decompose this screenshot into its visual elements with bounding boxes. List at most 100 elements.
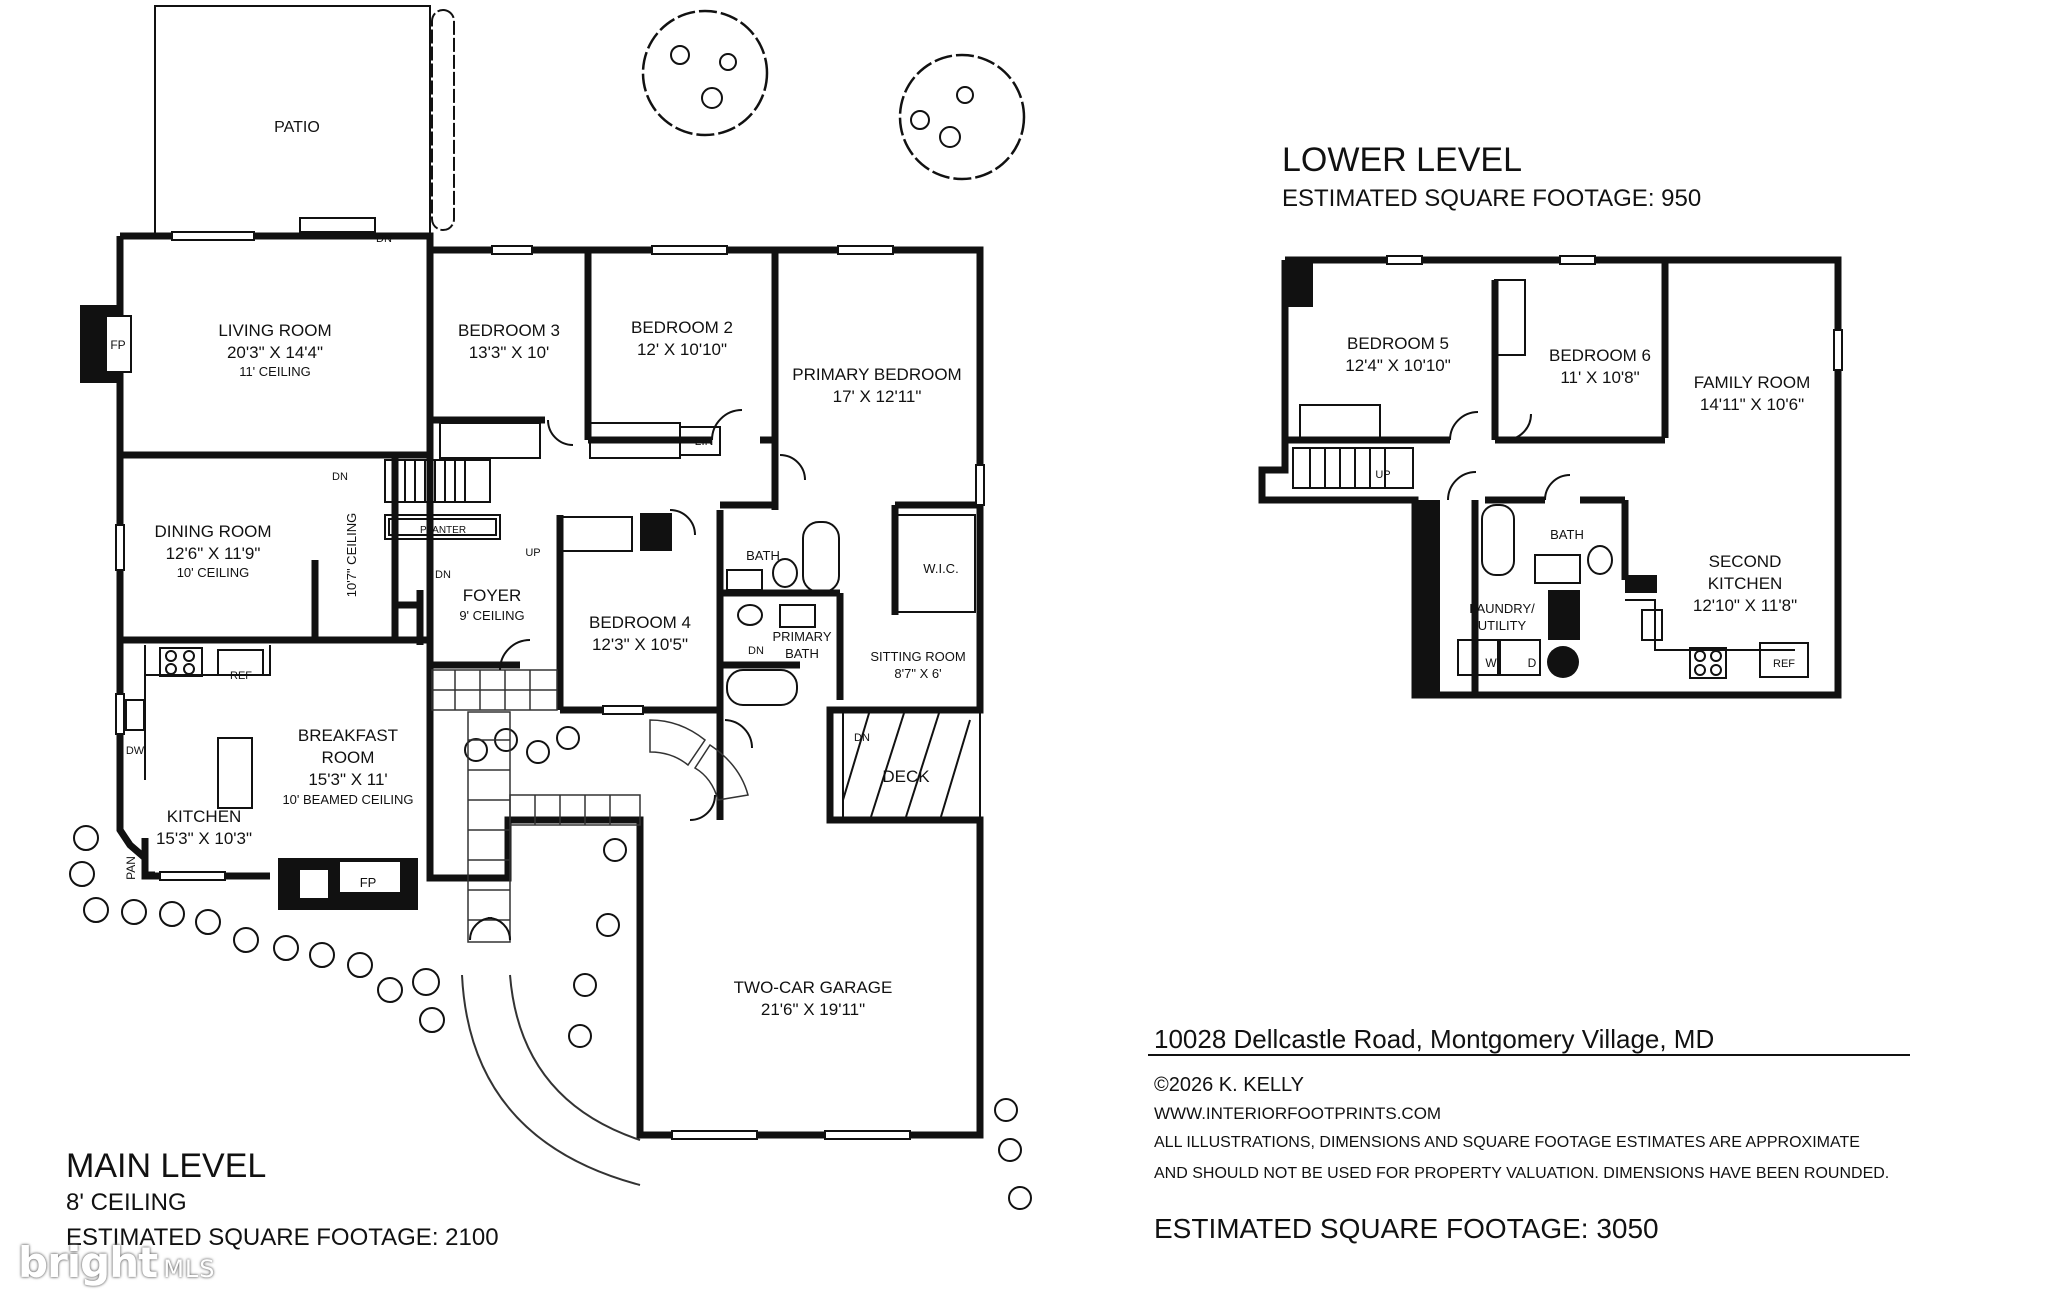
dim-bedroom-3: 13'3" X 10'	[469, 343, 550, 362]
dim-sitting-room: 8'7" X 6'	[894, 666, 941, 681]
label-garage: TWO-CAR GARAGE	[734, 978, 893, 997]
lower-level-sqft: ESTIMATED SQUARE FOOTAGE: 950	[1282, 185, 1701, 212]
label-ref: REF	[230, 670, 252, 682]
label-planter: PLANTER	[420, 525, 466, 536]
main-level-plan	[80, 5, 985, 1186]
label-dn-foyer: DN	[435, 569, 451, 581]
label-dn-bath: DN	[748, 645, 764, 657]
copyright: ©2026 K. KELLY	[1154, 1074, 1304, 1096]
kitchen-fixtures	[125, 645, 271, 809]
label-dn-stairs: DN	[332, 471, 348, 483]
label-foyer: FOYER	[463, 586, 522, 605]
ceiling-dining-room: 10' CEILING	[177, 565, 250, 580]
planter-box	[384, 514, 501, 540]
linen-closet	[679, 426, 721, 456]
label-linen: LIN	[695, 434, 714, 448]
label-dishwasher: DW	[126, 745, 145, 757]
label-primary-bedroom: PRIMARY BEDROOM	[792, 365, 961, 384]
label-fp-living: FP	[110, 338, 125, 352]
bathtubs	[726, 521, 840, 706]
main-level-labels: PATIO LIVING ROOM 20'3" X 14'4" 11' CEIL…	[110, 119, 965, 1019]
label-up-stairs: UP	[525, 547, 540, 559]
label-kitchen: KITCHEN	[167, 807, 242, 826]
ceiling-foyer: 9' CEILING	[459, 608, 524, 623]
tree-icons	[641, 9, 1026, 181]
dim-bedroom-5: 12'4" X 10'10"	[1345, 356, 1451, 375]
door-swings	[469, 409, 806, 941]
property-address: 10028 Dellcastle Road, Montgomery Villag…	[1154, 1024, 1714, 1054]
main-stairs	[384, 459, 491, 503]
solid-column	[640, 513, 672, 551]
label-laundry-1: LAUNDRY/	[1469, 601, 1535, 616]
label-lower-bath: BATH	[1550, 527, 1584, 542]
label-lower-up: UP	[1375, 469, 1390, 481]
watermark-suffix: MLS	[163, 1255, 216, 1283]
dim-second-kitchen: 12'10" X 11'8"	[1693, 596, 1797, 615]
dim-kitchen: 15'3" X 10'3"	[156, 829, 252, 848]
dim-primary-bedroom: 17' X 12'11"	[833, 387, 922, 406]
label-sitting-room: SITTING ROOM	[870, 649, 965, 664]
main-level-sqft: ESTIMATED SQUARE FOOTAGE: 2100	[66, 1224, 499, 1251]
label-bedroom-6: BEDROOM 6	[1549, 346, 1651, 365]
dim-bedroom-6: 11' X 10'8"	[1560, 368, 1639, 387]
shrub-icons	[69, 726, 1032, 1210]
label-primary-bath-2: BATH	[785, 646, 819, 661]
label-dryer: D	[1528, 656, 1537, 670]
dim-breakfast-room: 15'3" X 11'	[308, 770, 387, 789]
dim-dining-room: 12'6" X 11'9"	[166, 544, 261, 563]
lower-level-labels: BEDROOM 5 12'4" X 10'10" BEDROOM 6 11' X…	[1345, 334, 1810, 670]
dim-garage: 21'6" X 19'11"	[761, 1000, 865, 1019]
dim-living-room: 20'3" X 14'4"	[227, 343, 323, 362]
windows	[115, 217, 985, 1140]
label-lower-ref: REF	[1773, 658, 1795, 670]
lower-water-heater	[1548, 590, 1580, 640]
lower-fixtures	[1292, 279, 1809, 679]
disclaimer-line-2: AND SHOULD NOT BE USED FOR PROPERTY VALU…	[1154, 1165, 1889, 1182]
label-patio: PATIO	[274, 119, 320, 136]
lower-windows	[1386, 255, 1843, 371]
label-dining-room: DINING ROOM	[154, 522, 271, 541]
titles: LOWER LEVEL ESTIMATED SQUARE FOOTAGE: 95…	[66, 141, 1889, 1251]
disclaimer-line-1: ALL ILLUSTRATIONS, DIMENSIONS AND SQUARE…	[1154, 1134, 1860, 1151]
closets	[439, 422, 976, 613]
label-primary-bath-1: PRIMARY	[773, 629, 832, 644]
total-sqft: ESTIMATED SQUARE FOOTAGE: 3050	[1154, 1213, 1659, 1244]
website: WWW.INTERIORFOOTPRINTS.COM	[1154, 1104, 1441, 1123]
ceiling-breakfast-room: 10' BEAMED CEILING	[282, 792, 413, 807]
label-bedroom-4: BEDROOM 4	[589, 613, 691, 632]
lower-level-title: LOWER LEVEL	[1282, 141, 1522, 179]
kitchen-island	[217, 737, 253, 809]
hedge	[431, 9, 455, 231]
walkway	[431, 669, 749, 1186]
dim-family-room: 14'11" X 10'6"	[1700, 395, 1804, 414]
label-bedroom-5: BEDROOM 5	[1347, 334, 1449, 353]
label-pantry: PAN	[124, 856, 138, 880]
label-second-kitchen-1: SECOND	[1709, 552, 1782, 571]
label-bedroom-2: BEDROOM 2	[631, 318, 733, 337]
label-washer: W	[1485, 656, 1497, 670]
main-level-title: MAIN LEVEL	[66, 1147, 266, 1185]
label-family-room: FAMILY ROOM	[1694, 373, 1811, 392]
label-living-room: LIVING ROOM	[218, 321, 331, 340]
deck-area	[842, 709, 981, 821]
main-level-ceiling: 8' CEILING	[66, 1189, 187, 1216]
label-bedroom-3: BEDROOM 3	[458, 321, 560, 340]
dim-bedroom-4: 12'3" X 10'5"	[592, 635, 688, 654]
watermark-brand: bright	[18, 1238, 158, 1287]
label-fp-breakfast: FP	[360, 875, 377, 890]
dim-bedroom-2: 12' X 10'10"	[637, 340, 727, 359]
label-wic: W.I.C.	[923, 561, 958, 576]
label-second-kitchen-2: KITCHEN	[1708, 574, 1783, 593]
label-breakfast-2: ROOM	[322, 748, 375, 767]
ceiling-living-room: 11' CEILING	[239, 364, 311, 379]
lower-level-plan	[1258, 255, 1843, 699]
label-breakfast-1: BREAKFAST	[298, 726, 398, 745]
label-deck: DECK	[882, 767, 930, 786]
ceiling-hall: 10'7" CEILING	[344, 513, 359, 597]
label-bath: BATH	[746, 548, 780, 563]
label-dn-patio: DN	[376, 233, 392, 245]
label-dn-deck: DN	[854, 732, 870, 744]
label-laundry-2: UTILITY	[1478, 618, 1527, 633]
